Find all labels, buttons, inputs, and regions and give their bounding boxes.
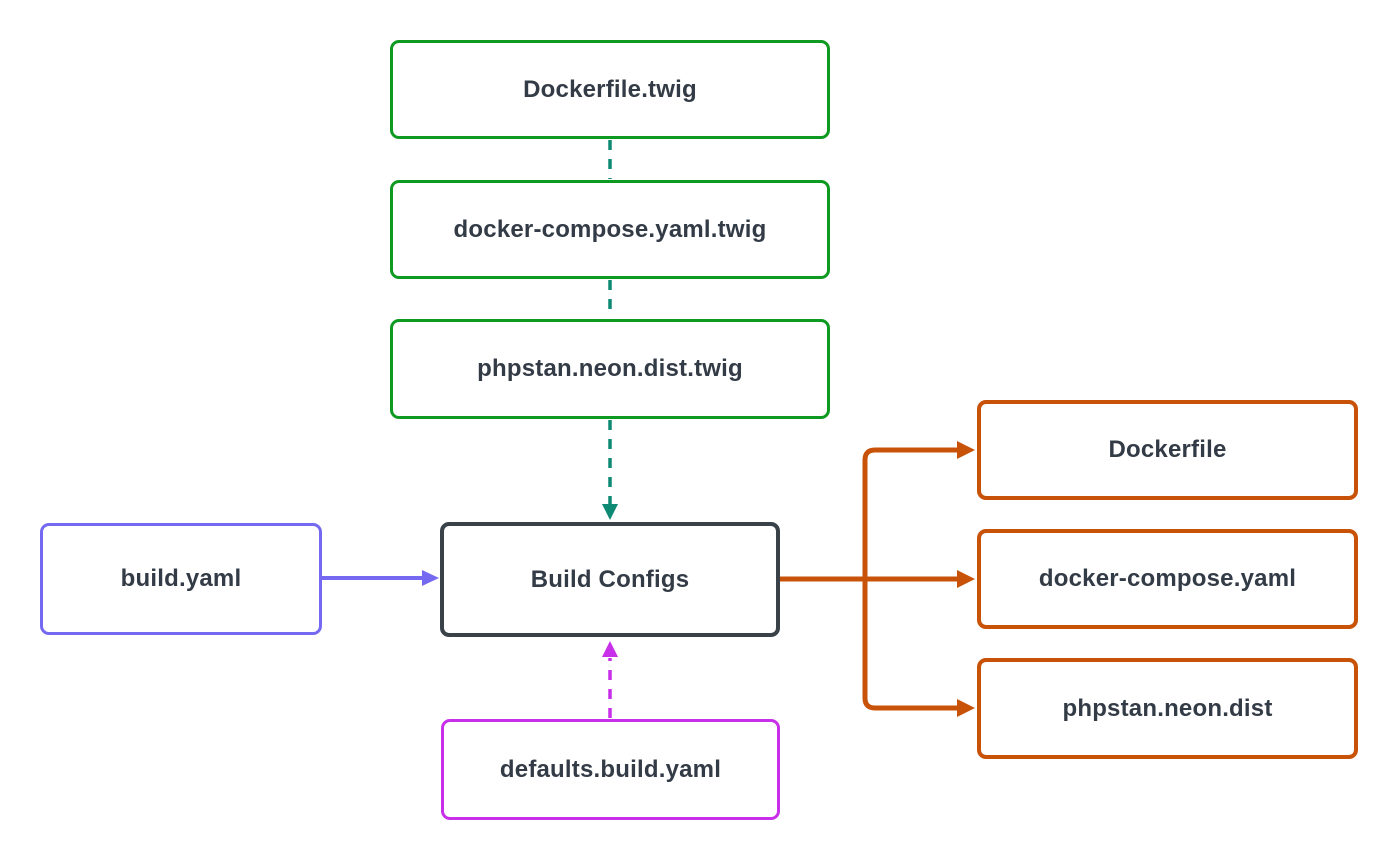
node-defaults-build-yaml-label: defaults.build.yaml [499, 755, 722, 783]
node-build-yaml: build.yaml [40, 523, 322, 635]
arrowhead-orange-right-top-icon [957, 441, 975, 459]
node-phpstan-neon-dist-twig: phpstan.neon.dist.twig [390, 319, 830, 419]
arrowhead-blue-right-icon [422, 570, 439, 586]
node-dockerfile-label: Dockerfile [1108, 436, 1227, 463]
node-dockerfile-twig-label: Dockerfile.twig [523, 75, 697, 103]
node-build-configs-label: Build Configs [530, 565, 690, 593]
node-phpstan-neon-dist-label: phpstan.neon.dist [1062, 694, 1273, 722]
arrowhead-orange-right-middle-icon [957, 570, 975, 588]
node-docker-compose-yaml-twig: docker-compose.yaml.twig [390, 180, 830, 279]
node-build-yaml-label: build.yaml [120, 565, 242, 592]
node-defaults-build-yaml: defaults.build.yaml [441, 719, 780, 820]
node-phpstan-neon-dist-twig-label: phpstan.neon.dist.twig [477, 355, 743, 382]
edge-build-configs-to-phpstan-neon-dist [862, 579, 958, 711]
node-phpstan-neon-dist: phpstan.neon.dist [977, 658, 1358, 759]
node-docker-compose-yaml-label: docker-compose.yaml [1038, 565, 1297, 592]
arrowhead-teal-down-icon [602, 504, 618, 520]
arrowhead-orange-right-bottom-icon [957, 699, 975, 717]
edge-build-configs-to-dockerfile [862, 447, 958, 579]
node-docker-compose-yaml-twig-label: docker-compose.yaml.twig [453, 215, 767, 243]
node-dockerfile: Dockerfile [977, 400, 1358, 500]
node-dockerfile-twig: Dockerfile.twig [390, 40, 830, 139]
node-build-configs: Build Configs [440, 522, 780, 637]
arrowhead-magenta-up-icon [602, 641, 618, 657]
node-docker-compose-yaml: docker-compose.yaml [977, 529, 1358, 629]
